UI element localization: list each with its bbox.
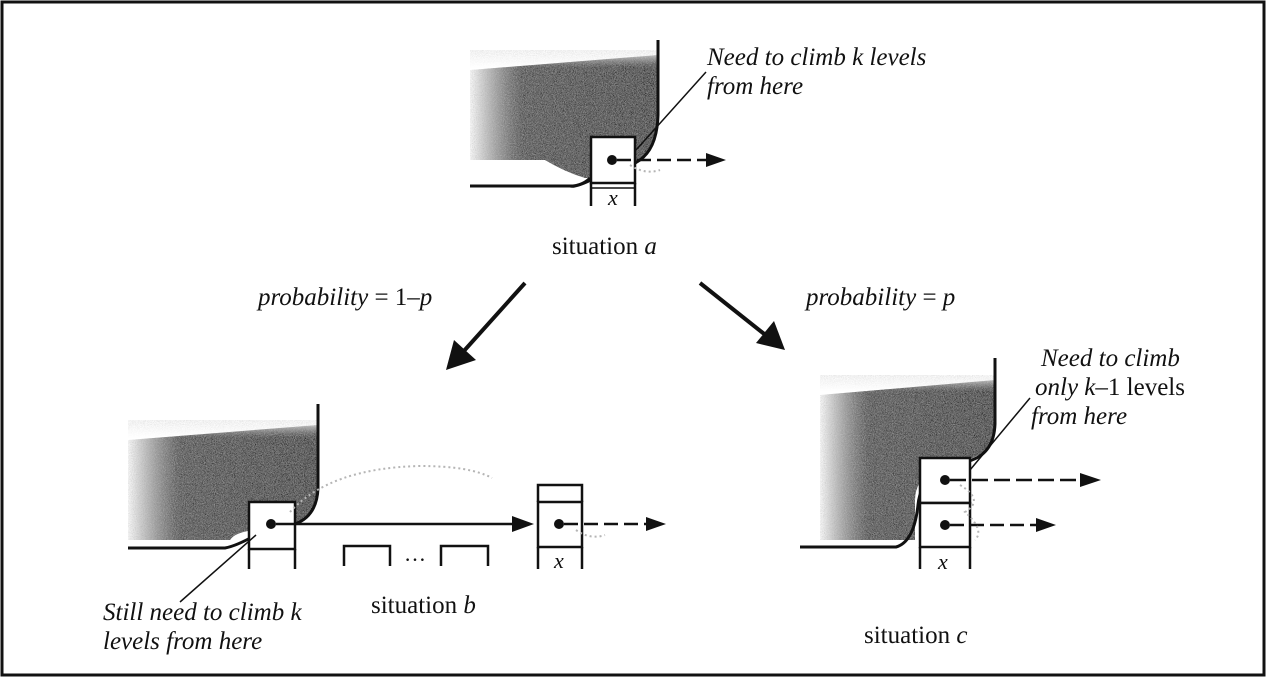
situation-c-dotted-link: [959, 484, 980, 541]
situation-c-annotation-line3: from here: [1031, 403, 1127, 430]
situation-a-pointer-dot: [607, 155, 617, 165]
situation-a-arrowhead: [706, 153, 726, 167]
situation-a-annotation-line2: from here: [707, 73, 803, 100]
situation-c-upper-pointer-dot: [940, 475, 950, 485]
situation-b-node-label: x: [553, 548, 564, 573]
transition-right: probability = p: [698, 281, 955, 350]
situation-b-short-node-2: [439, 544, 490, 566]
situation-a-group: x Need to climb k levels from here situa…: [470, 40, 926, 260]
situation-b-annotation-line2: levels from here: [103, 628, 262, 655]
situation-c-annotation-line1: Need to climb: [1040, 345, 1180, 372]
situation-c-group: x Need to climb only k–1 levels from her…: [800, 345, 1185, 649]
transition-left-arrowhead: [446, 340, 476, 370]
situation-a-shaded-region: [470, 50, 658, 178]
transition-right-arrow-shaft: [698, 281, 770, 339]
situation-a-node-label: x: [607, 185, 618, 210]
situation-c-annotation-leader: [969, 397, 1031, 471]
situation-b-dotted-link-2: [575, 529, 606, 538]
situation-c-upper-arrowhead: [1080, 473, 1101, 487]
situation-b-start-pointer-dot: [266, 519, 276, 529]
situation-b-forward-arrowhead: [646, 517, 666, 531]
situation-b-annotation-line1: Still need to climb k: [103, 599, 302, 626]
transition-right-label: probability = p: [804, 284, 955, 311]
transition-left: probability = 1–p: [256, 281, 527, 370]
situation-c-lower-arrowhead: [1036, 518, 1056, 532]
situation-a-boundary-lower: [470, 176, 592, 188]
transition-left-arrow-shaft: [461, 281, 527, 354]
situation-a-annotation-leader: [635, 71, 707, 151]
situation-b-ellipsis: …: [404, 541, 426, 566]
situation-b-short-node-1: [342, 544, 392, 566]
situation-b-annotation-leader: [179, 534, 257, 603]
situation-b-target-pointer-dot: [554, 519, 564, 529]
situation-b-dotted-link: [289, 464, 493, 513]
situation-c-lower-pointer-dot: [940, 520, 950, 530]
transition-right-arrowhead: [756, 321, 785, 350]
situation-c-caption: situation c: [864, 622, 967, 649]
situation-a-dotted-link: [629, 164, 661, 173]
situation-c-shaded-region: [820, 375, 995, 540]
situation-c-node-label: x: [937, 549, 948, 574]
transition-left-label: probability = 1–p: [256, 284, 432, 311]
situation-c-annotation-line2: only k–1 levels: [1035, 374, 1185, 401]
situation-b-long-pointer-arrowhead: [512, 516, 534, 532]
situation-b-group: … x Still need to climb k levels from he…: [103, 404, 666, 655]
situation-a-annotation-line1: Need to climb k levels: [706, 44, 926, 71]
situation-b-target-node-top: [536, 483, 584, 502]
situation-a-caption: situation a: [552, 233, 657, 260]
situation-b-caption: situation b: [371, 592, 476, 619]
